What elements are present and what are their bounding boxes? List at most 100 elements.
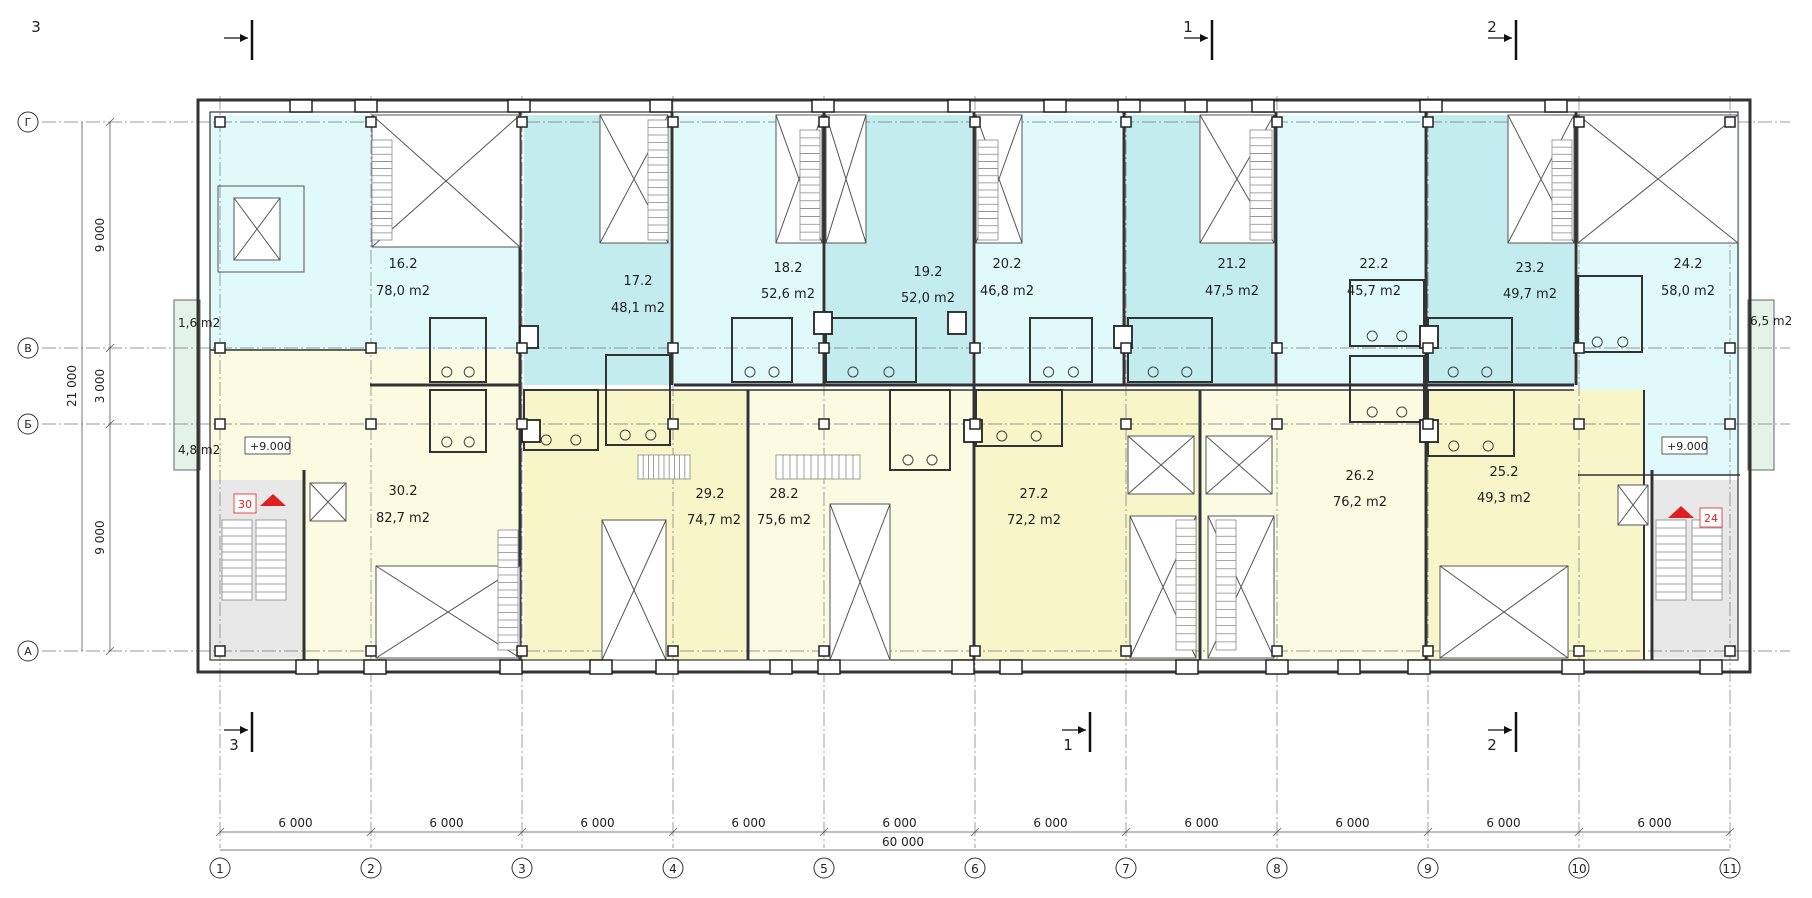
axis-col-label: 7 <box>1122 862 1130 876</box>
section-label: 1 <box>1063 736 1073 754</box>
axis-col-label: 10 <box>1571 862 1586 876</box>
void-cross <box>825 114 867 244</box>
void-cross <box>601 519 667 661</box>
fixture-icon <box>1481 366 1493 378</box>
axis-col-label: 3 <box>518 862 526 876</box>
column-post <box>1724 342 1736 354</box>
bathroom-wall <box>1029 317 1093 383</box>
balcony-area-3: 6,5 m2 <box>1750 314 1792 328</box>
column-post <box>365 645 377 657</box>
column-post <box>969 645 981 657</box>
column-post <box>818 645 830 657</box>
fixture-icon <box>1591 336 1603 348</box>
section-label: 3 <box>229 736 239 754</box>
dim-tick <box>1423 827 1433 837</box>
void-cross <box>1127 435 1195 495</box>
column-post <box>1120 116 1132 128</box>
axis-row-bubble <box>17 111 39 133</box>
dim-tick <box>1725 827 1735 837</box>
unit-area: 52,6 m2 <box>761 287 815 302</box>
fixture-icon <box>540 434 552 446</box>
section-label: 1 <box>1183 18 1193 36</box>
dim-tick <box>517 827 527 837</box>
unit-area: 46,8 m2 <box>980 284 1034 299</box>
column-post <box>1573 418 1585 430</box>
fixture-icon <box>1617 336 1629 348</box>
section-arrow-head-icon <box>240 726 248 734</box>
dim-tick <box>105 646 115 656</box>
axis-col-bubble <box>1568 857 1590 879</box>
fixture-icon <box>1067 366 1079 378</box>
axis-row-label: А <box>24 645 32 658</box>
fixture-icon <box>996 430 1008 442</box>
fixture-icon <box>926 454 938 466</box>
bathroom-wall <box>429 389 487 453</box>
facade-pier <box>947 99 971 113</box>
unit-area: 52,0 m2 <box>901 291 955 306</box>
column-post <box>1271 418 1283 430</box>
facade-pier <box>817 659 841 675</box>
vent-shaft <box>813 311 833 335</box>
column-post <box>667 418 679 430</box>
dim-tick <box>1272 827 1282 837</box>
void-cross <box>1617 484 1649 526</box>
dim-value: 6 000 <box>882 816 916 830</box>
axis-row-bubble <box>17 337 39 359</box>
column-post <box>1271 342 1283 354</box>
dim-value: 6 000 <box>1184 816 1218 830</box>
level-box-1 <box>244 436 291 455</box>
facade-pier <box>507 99 531 113</box>
column-post <box>969 342 981 354</box>
dim-value: 6 000 <box>1486 816 1520 830</box>
fixture-icon <box>744 366 756 378</box>
column-post <box>667 116 679 128</box>
facade-pier <box>649 99 673 113</box>
dim-tick <box>1121 827 1131 837</box>
dim-tick <box>819 827 829 837</box>
column-post <box>214 418 226 430</box>
facade-pier <box>1419 99 1443 113</box>
axis-col-label: 2 <box>367 862 375 876</box>
unit-number: 28.2 <box>770 487 799 502</box>
bathroom-wall <box>1349 279 1425 347</box>
facade-pier <box>295 659 319 675</box>
axis-col-bubble <box>1266 857 1288 879</box>
column-post <box>969 418 981 430</box>
void-cross <box>1439 565 1569 659</box>
unit-area: 74,7 m2 <box>687 513 741 528</box>
section-arrow-head-icon <box>1504 34 1512 42</box>
void-cross <box>829 503 891 661</box>
axis-col-bubble <box>813 857 835 879</box>
fixture-icon <box>463 366 475 378</box>
bathroom-wall <box>1349 355 1425 423</box>
fixture-icon <box>441 366 453 378</box>
stair-arrow-icon-1 <box>260 494 286 506</box>
facade-pier <box>1544 99 1568 113</box>
column-post <box>365 116 377 128</box>
level-mark-2: +9.000 <box>1667 440 1708 453</box>
fixture-icon <box>768 366 780 378</box>
axis-row-label: В <box>24 342 32 355</box>
dim-value: 6 000 <box>580 816 614 830</box>
dim-tick <box>105 117 115 127</box>
dim-value: 6 000 <box>278 816 312 830</box>
column-post <box>1422 645 1434 657</box>
fixture-icon <box>1181 366 1193 378</box>
dim-tick <box>970 827 980 837</box>
axis-row-bubble <box>17 640 39 662</box>
column-post <box>1724 418 1736 430</box>
void-cross <box>375 565 521 659</box>
facade-pier <box>1175 659 1199 675</box>
axis-row-bubble <box>17 413 39 435</box>
fixture-icon <box>1448 440 1460 452</box>
column-post <box>1422 116 1434 128</box>
void-cross <box>233 197 281 261</box>
balcony-area-1: 1,6 m2 <box>178 316 220 330</box>
fixture-icon <box>1366 330 1378 342</box>
void-cross <box>1507 114 1575 244</box>
section-label: 2 <box>1487 18 1497 36</box>
bathroom-wall <box>889 389 951 471</box>
